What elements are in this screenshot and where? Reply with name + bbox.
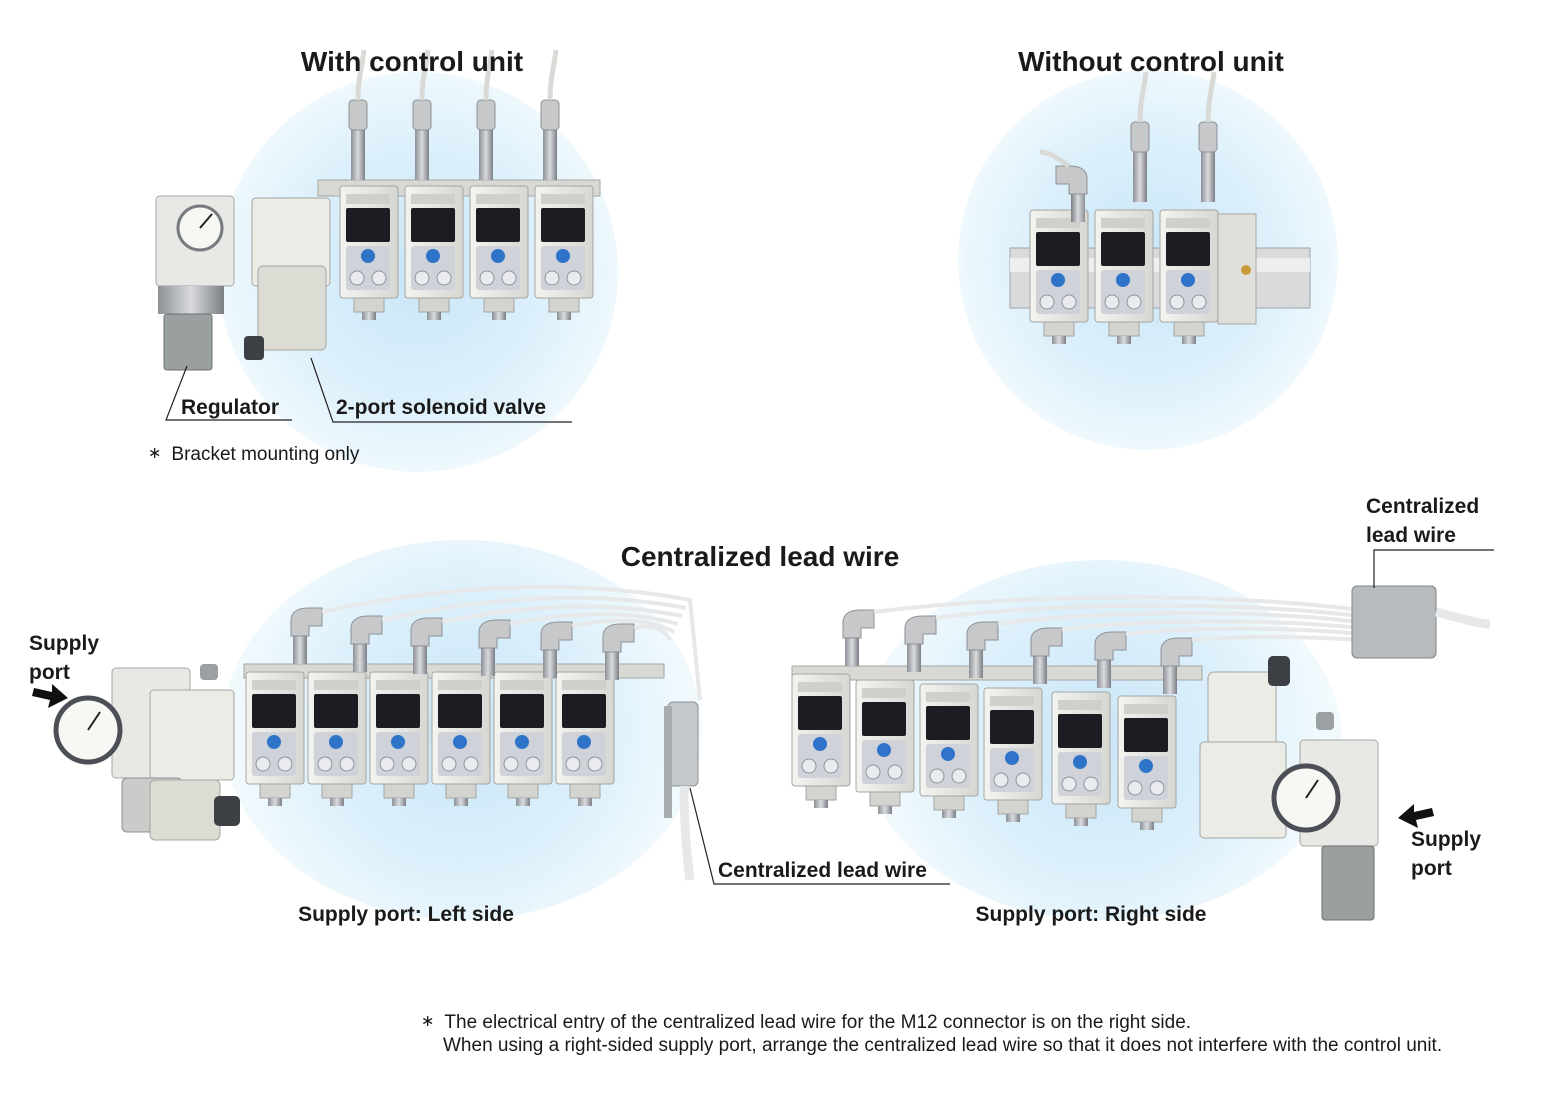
note-bracket-mounting: ∗ Bracket mounting only (148, 442, 359, 467)
solenoid-leader-line (310, 357, 572, 423)
supply-arrow-right-icon (1398, 804, 1434, 828)
centralized-lead-right-leader-line (1373, 549, 1494, 588)
regulator-assembly (155, 195, 235, 371)
right-manifold-illustration (791, 585, 1491, 921)
heading-centralized-lead-wire: Centralized lead wire (620, 541, 900, 572)
heading-without-control-unit: Without control unit (1018, 46, 1284, 77)
without-control-unit-illustration (1009, 72, 1311, 345)
left-manifold-illustration (53, 585, 702, 881)
label-centralized-lead-wire-right: Centralized lead wire (1366, 495, 1480, 547)
label-2-port-solenoid-valve: 2-port solenoid valve (336, 396, 547, 419)
with-control-unit-illustration (155, 50, 601, 371)
caption-supply-port-left-side: Supply port: Left side (298, 903, 514, 926)
note-bracket-text: Bracket mounting only (171, 444, 360, 465)
label-supply-port-right: Supply port (1411, 828, 1482, 880)
supply-arrow-left-icon (32, 684, 68, 708)
manifold-4-units (317, 50, 601, 321)
centralized-lead-left-leader-line (689, 787, 950, 885)
label-regulator: Regulator (181, 396, 280, 419)
note-electrical-line1: The electrical entry of the centralized … (444, 1012, 1192, 1033)
label-supply-port-left: Supply port (29, 632, 100, 684)
label-centralized-lead-wire-left: Centralized lead wire (718, 859, 927, 882)
note-asterisk: ∗ (421, 1013, 435, 1030)
solenoid-valve-assembly (244, 197, 331, 360)
note-electrical-entry-line2: When using a right-sided supply port, ar… (443, 1035, 1443, 1056)
regulator-leader-line (165, 365, 292, 421)
note-electrical-entry: ∗ The electrical entry of the centralized… (421, 1010, 1191, 1035)
note-asterisk: ∗ (148, 445, 162, 462)
caption-supply-port-right-side: Supply port: Right side (975, 903, 1207, 926)
heading-with-control-unit: With control unit (300, 46, 524, 77)
